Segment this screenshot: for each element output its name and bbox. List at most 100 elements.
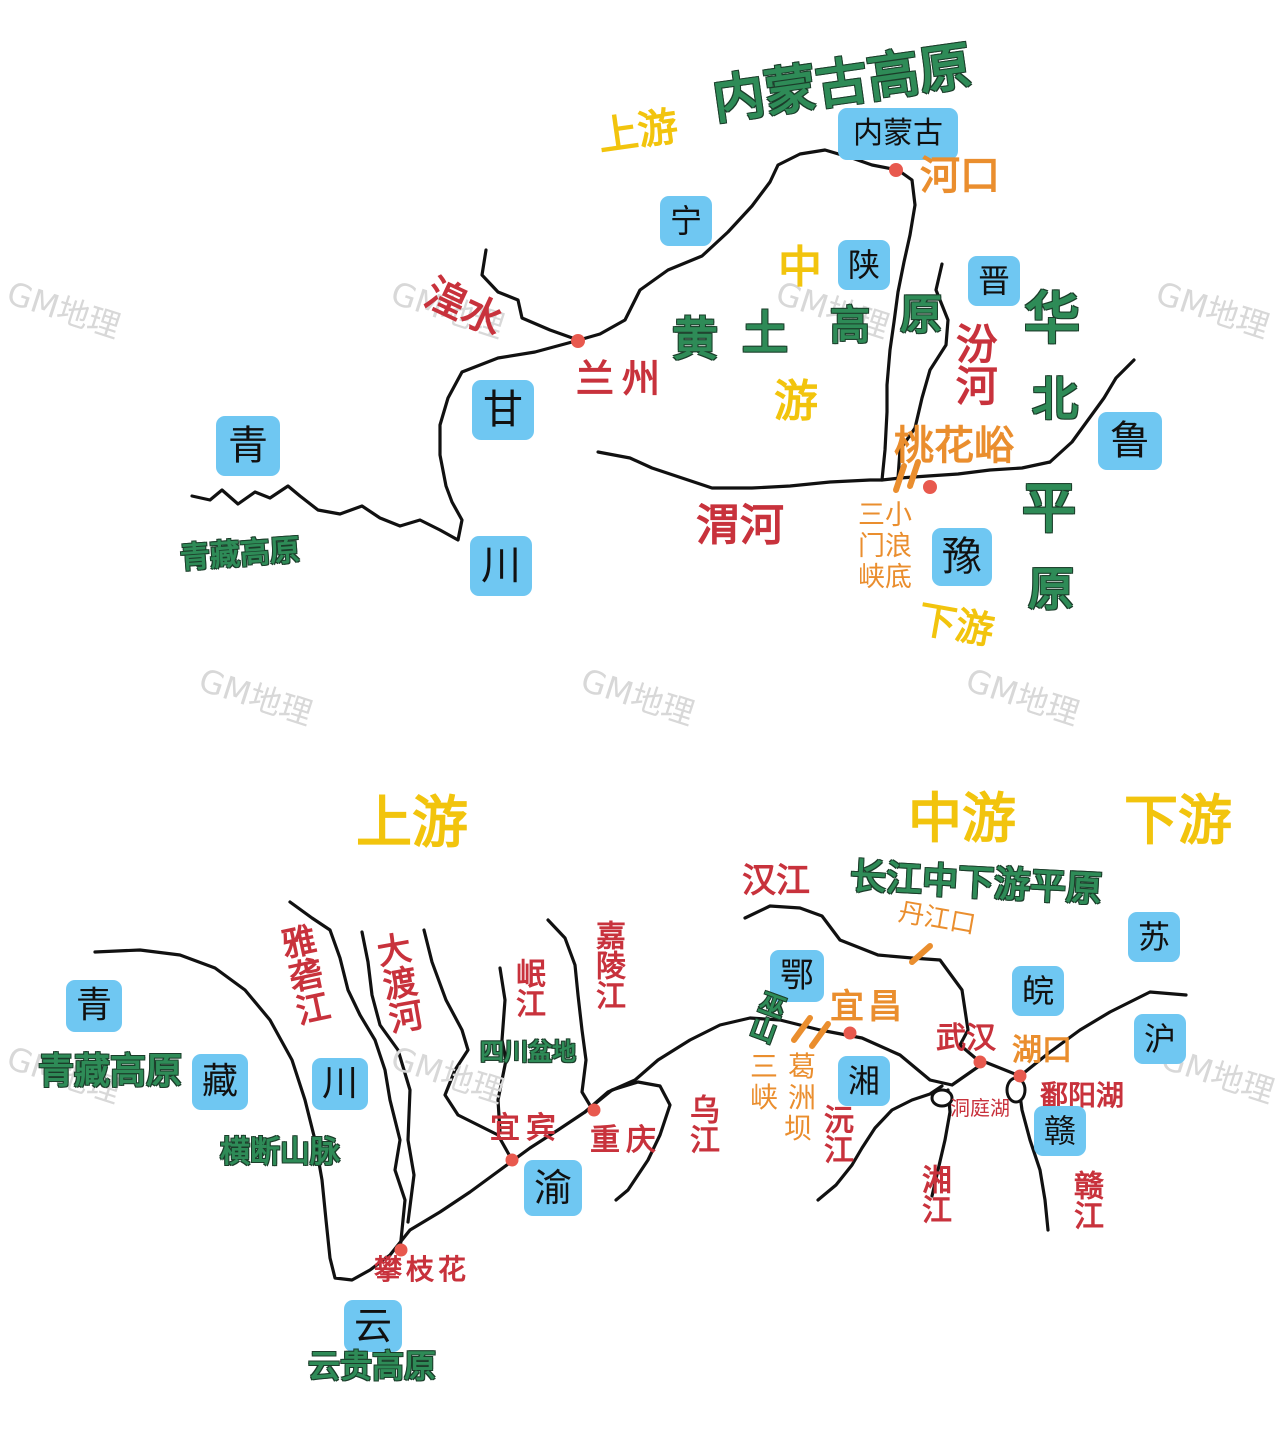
north-china-plain-char-2: 北 xyxy=(1032,372,1078,426)
jialing-text: 嘉陵江 xyxy=(590,920,625,1010)
north-china-plain-char-1: 华 xyxy=(1024,287,1080,352)
wuhan-dot xyxy=(973,1055,987,1069)
province-hunan: 湘 xyxy=(838,1056,890,1106)
yellow-river-main xyxy=(190,148,1052,542)
yichang-dot xyxy=(843,1026,857,1040)
taohuayu-label: 桃花峪 xyxy=(894,423,1014,469)
yz-upper-stage-label: 上游 xyxy=(356,791,468,856)
province-jiangxi: 赣 xyxy=(1034,1106,1086,1156)
jialing-river xyxy=(546,918,596,1114)
wuhan-label: 武汉 xyxy=(936,1021,996,1056)
gezhouba-char-4: 洲 xyxy=(788,1080,817,1114)
panzhihua-dot xyxy=(394,1243,408,1257)
sanmenxia-label: 三小 门浪 峡底 xyxy=(858,500,912,593)
sichuan-basin-label: 四川盆地 xyxy=(480,1038,576,1066)
loess-plateau-char-1: 黄 xyxy=(672,312,718,366)
province-shanghai: 沪 xyxy=(1134,1014,1186,1064)
north-china-plain-char-4: 原 xyxy=(1028,562,1074,616)
weihe-river xyxy=(596,450,884,490)
wujiang-river xyxy=(583,1080,672,1202)
province-hubei: 鄂 xyxy=(770,950,824,1002)
loess-plateau-char-3: 高 xyxy=(830,303,870,349)
fenhe-text: 汾河 xyxy=(949,322,999,406)
province-tibet: 藏 xyxy=(192,1054,248,1110)
north-china-plain-char-3: 平 xyxy=(1022,477,1076,540)
danjiangkou-dam-mark xyxy=(909,943,933,965)
gezhouba-line-3: 坝 xyxy=(750,1111,816,1145)
yuanjiang-river xyxy=(816,1084,944,1202)
wujiang-label: 乌江 xyxy=(684,1094,719,1160)
province-qinghai-yz: 青 xyxy=(66,980,122,1032)
yungui-plateau-label: 云贵高原 xyxy=(308,1347,437,1385)
poyang-label: 鄱阳湖 xyxy=(1040,1079,1125,1112)
province-inner-mongolia: 内蒙古 xyxy=(838,108,958,160)
yr-upper-stage-label: 上游 xyxy=(595,103,681,161)
province-shaanxi: 陕 xyxy=(838,240,890,290)
minjiang-tributary xyxy=(496,966,508,1134)
province-chongqing: 渝 xyxy=(524,1160,582,1216)
sanmenxia-line-1: 三小 xyxy=(858,500,912,531)
yr-middle-stage-label-1: 中 xyxy=(778,242,822,293)
hekou-label: 河口 xyxy=(920,153,1000,199)
lanzhou-label: 兰州 xyxy=(576,357,669,401)
fenhe-river xyxy=(896,262,950,480)
yalong-river xyxy=(288,900,407,1252)
dongting-lake xyxy=(930,1088,954,1108)
province-sichuan-yz: 川 xyxy=(312,1058,368,1110)
province-henan: 豫 xyxy=(932,528,992,586)
fenhe-label: 汾河 xyxy=(949,322,999,415)
sanmenxia-line-3: 峡底 xyxy=(858,562,912,594)
province-jiangsu: 苏 xyxy=(1128,912,1180,962)
hanjiang-river xyxy=(743,904,982,1064)
yichang-label: 宜昌 xyxy=(830,987,906,1027)
hukou-dot xyxy=(1013,1069,1027,1083)
xiangjiang-text: 湘江 xyxy=(916,1164,951,1224)
dadu-river xyxy=(360,930,416,1224)
province-anhui: 皖 xyxy=(1012,966,1064,1016)
gezhouba-line-1: 三葛 xyxy=(750,1050,817,1083)
yz-lower-stage-label: 下游 xyxy=(1124,789,1232,852)
ganjiang-river xyxy=(1016,1078,1050,1232)
province-yunnan: 云 xyxy=(344,1300,402,1352)
yibin-label: 宜宾 xyxy=(490,1111,562,1146)
loess-plateau-char-4: 原 xyxy=(900,290,943,339)
three-gorges-dam-mark xyxy=(791,1015,813,1043)
xiaolangdi-dot xyxy=(923,480,937,494)
qinghai-tibet-plateau-label-yz: 青藏高原 xyxy=(38,1051,183,1092)
minjiang-label: 岷江 xyxy=(510,958,545,1024)
province-qinghai: 青 xyxy=(216,416,280,476)
yuanjiang-label: 沅江 xyxy=(818,1104,853,1170)
gezhouba-char-2: 葛 xyxy=(788,1050,817,1083)
weihe-label: 渭河 xyxy=(696,500,784,551)
gezhouba-label: 三葛 峡洲 坝 xyxy=(750,1050,817,1145)
yuanjiang-text: 沅江 xyxy=(818,1104,853,1164)
gezhouba-char-3: 峡 xyxy=(750,1080,779,1114)
ganjiang-label: 赣江 xyxy=(1068,1170,1103,1236)
gezhouba-char-1: 三 xyxy=(750,1050,779,1083)
wujiang-text: 乌江 xyxy=(684,1094,719,1154)
dongting-label: 洞庭湖 xyxy=(950,1096,1010,1120)
gezhouba-char-5: 坝 xyxy=(784,1111,813,1145)
chongqing-label: 重庆 xyxy=(590,1123,662,1158)
hengduan-mountains-label: 横断山脉 xyxy=(220,1135,340,1170)
yr-middle-stage-label-2: 游 xyxy=(774,376,818,427)
shandong-tributary xyxy=(1048,358,1136,464)
sanmenxia-dam-mark xyxy=(893,463,907,493)
province-gansu: 甘 xyxy=(472,380,534,440)
lanzhou-dot xyxy=(571,334,585,348)
province-sichuan-yr: 川 xyxy=(470,536,532,596)
jialing-label: 嘉陵江 xyxy=(590,920,625,1016)
yz-middle-stage-label: 中游 xyxy=(908,787,1016,850)
gezhouba-dam-mark xyxy=(809,1021,831,1049)
huangshui-river xyxy=(480,248,580,342)
hukou-label: 湖口 xyxy=(1012,1033,1072,1068)
xiangjiang-label: 湘江 xyxy=(916,1164,951,1230)
qinghai-tibet-plateau-label-yr: 青藏高原 xyxy=(178,532,302,577)
gezhouba-line-2: 峡洲 xyxy=(750,1080,817,1114)
minjiang-text: 岷江 xyxy=(510,958,545,1018)
province-ningxia: 宁 xyxy=(660,196,712,246)
hekou-dot xyxy=(889,163,903,177)
sanmenxia-dam-mark-2 xyxy=(907,459,921,489)
ganjiang-text: 赣江 xyxy=(1068,1170,1103,1230)
